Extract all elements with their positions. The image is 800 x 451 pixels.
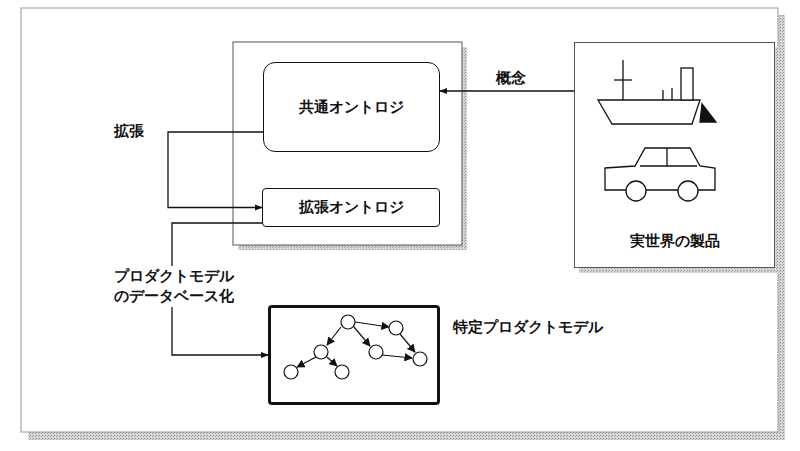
connector-arrow	[168, 132, 263, 208]
connector-label: 概念	[494, 68, 528, 90]
connector-label: プロダクトモデル のデータベース化	[112, 266, 245, 307]
node-label: 共通オントロジ	[299, 98, 404, 117]
connector-label: 拡張	[112, 121, 146, 143]
car-figure	[605, 148, 715, 201]
node-label: 特定プロダクトモデル	[453, 318, 603, 337]
model-tree	[297, 322, 415, 367]
node-label: 実世界の製品	[630, 232, 720, 251]
ontology-box: 共通オントロジ	[263, 62, 440, 152]
panel-ground	[574, 42, 775, 268]
product-panel: 実世界の製品	[574, 42, 775, 268]
ship-figure	[598, 60, 716, 124]
model-tree-nodes	[284, 315, 427, 379]
ontology-box: 拡張オントロジ	[262, 188, 440, 227]
outer-frame	[21, 8, 778, 432]
model-box: 特定プロダクトモデル	[268, 305, 440, 405]
ontology-panel	[233, 42, 462, 245]
node-label: 拡張オントロジ	[299, 198, 404, 217]
connector-arrow	[440, 90, 574, 91]
